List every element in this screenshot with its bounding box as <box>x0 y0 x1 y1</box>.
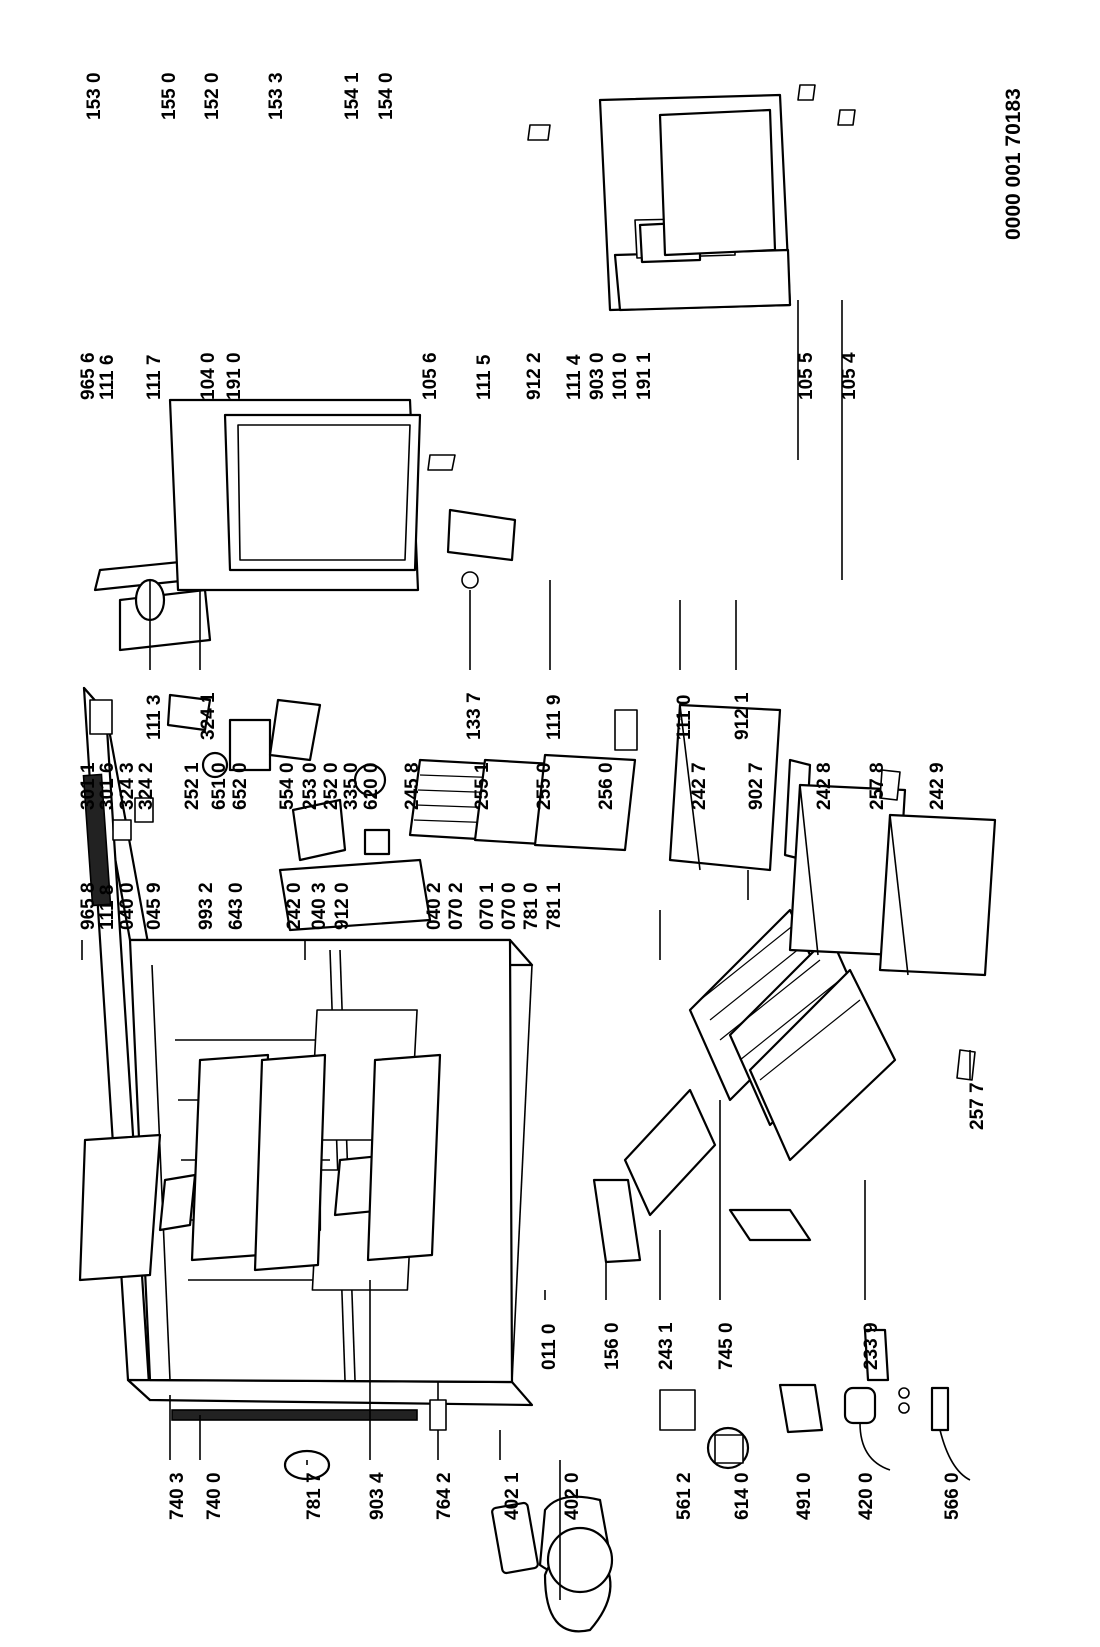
label-561-2: 561 2 <box>674 1472 695 1520</box>
label-255-0: 255 0 <box>534 762 555 810</box>
label-335-0: 335 0 <box>341 762 362 810</box>
label-566-0: 566 0 <box>942 1472 963 1520</box>
label-040-2: 040 2 <box>424 882 445 930</box>
label-324-3: 324 3 <box>117 762 138 810</box>
label-781-7: 781 7 <box>304 1472 325 1520</box>
shelves-drawing <box>408 709 638 852</box>
label-105-6: 105 6 <box>420 352 441 400</box>
label-740-0: 740 0 <box>204 1472 225 1520</box>
label-903-4: 903 4 <box>367 1472 388 1520</box>
label-243-1: 243 1 <box>656 1322 677 1370</box>
label-070-2: 070 2 <box>446 882 467 930</box>
fridge-controls-drawing <box>82 693 432 932</box>
label-620-0: 620 0 <box>361 762 382 810</box>
label-111-6: 111 6 <box>97 355 118 400</box>
label-993-2: 993 2 <box>196 882 217 930</box>
label-111-5: 111 5 <box>474 354 495 400</box>
label-256-0: 256 0 <box>596 762 617 810</box>
label-301-6: 301 6 <box>97 762 118 810</box>
label-651-0: 651 0 <box>209 762 230 810</box>
label-745-0: 745 0 <box>716 1322 737 1370</box>
label-965-8: 965 8 <box>78 882 99 930</box>
label-111-3: 111 3 <box>144 695 165 740</box>
label-111-7: 111 7 <box>144 355 165 400</box>
label-040-0: 040 0 <box>117 882 138 930</box>
label-040-3: 040 3 <box>309 882 330 930</box>
label-105-4: 105 4 <box>839 352 860 400</box>
label-740-3: 740 3 <box>167 1472 188 1520</box>
label-153-3: 153 3 <box>266 72 287 120</box>
label-111-0: 111 0 <box>674 695 695 740</box>
label-070-1: 070 1 <box>477 882 498 930</box>
label-191-1: 191 1 <box>634 352 655 400</box>
label-105-5: 105 5 <box>796 352 817 400</box>
label-491-0: 491 0 <box>794 1472 815 1520</box>
label-242-0: 242 0 <box>284 882 305 930</box>
label-155-0: 155 0 <box>159 72 180 120</box>
label-104-0: 104 0 <box>198 352 219 400</box>
label-111-9: 111 9 <box>544 695 565 740</box>
label-156-0: 156 0 <box>602 1322 623 1370</box>
doors-drawing <box>93 84 856 652</box>
door-shelves-drawing <box>78 1053 442 1282</box>
label-781-0: 781 0 <box>521 882 542 930</box>
label-902-7: 902 7 <box>746 762 767 810</box>
label-101-0: 101 0 <box>610 352 631 400</box>
label-324-2: 324 2 <box>136 762 157 810</box>
label-643-0: 643 0 <box>226 882 247 930</box>
label-324-1: 324 1 <box>198 692 219 740</box>
label-912-1: 912 1 <box>732 692 753 740</box>
label-301-1: 301 1 <box>78 762 99 810</box>
label-402-1: 402 1 <box>502 1472 523 1520</box>
label-252-1: 252 1 <box>182 762 203 810</box>
label-420-0: 420 0 <box>856 1472 877 1520</box>
label-191-0: 191 0 <box>224 352 245 400</box>
label-011-0: 011 0 <box>539 1324 560 1371</box>
label-253-0: 253 0 <box>300 762 321 810</box>
label-154-1: 154 1 <box>342 72 363 120</box>
part-drawings <box>78 84 997 1633</box>
label-965-6: 965 6 <box>78 352 99 400</box>
label-111-8: 111 8 <box>97 885 118 930</box>
part-labels: 740 3 740 0 781 7 903 4 764 2 402 1 402 … <box>78 72 1025 1520</box>
label-255-1: 255 1 <box>472 762 493 810</box>
label-233-9: 233 9 <box>861 1322 882 1370</box>
label-154-0: 154 0 <box>376 72 397 120</box>
label-912-2: 912 2 <box>524 352 545 400</box>
label-903-0: 903 0 <box>587 352 608 400</box>
label-245-8: 245 8 <box>402 762 423 810</box>
document-number: 0000 001 70183 <box>1002 88 1025 240</box>
electrical-parts-drawing <box>659 1383 971 1481</box>
label-912-0: 912 0 <box>332 882 353 930</box>
label-257-8: 257 8 <box>867 762 888 810</box>
leader-lines <box>81 300 971 1600</box>
label-111-4: 111 4 <box>564 354 585 400</box>
label-554-0: 554 0 <box>277 762 298 810</box>
label-242-7: 242 7 <box>689 762 710 810</box>
label-252-0: 252 0 <box>321 762 342 810</box>
label-242-9: 242 9 <box>927 762 948 810</box>
label-614-0: 614 0 <box>732 1472 753 1520</box>
label-242-8: 242 8 <box>814 762 835 810</box>
label-257-7: 257 7 <box>967 1082 988 1130</box>
label-152-0: 152 0 <box>202 72 223 120</box>
label-764-2: 764 2 <box>434 1472 455 1520</box>
label-133-7: 133 7 <box>464 692 485 740</box>
label-153-0: 153 0 <box>84 72 105 120</box>
label-652-0: 652 0 <box>230 762 251 810</box>
label-781-1: 781 1 <box>544 882 565 930</box>
label-045-9: 045 9 <box>144 882 165 930</box>
freezer-shelves-drawing <box>592 908 897 1382</box>
label-070-0: 070 0 <box>499 882 520 930</box>
drawers-drawing <box>668 703 997 1081</box>
label-402-0: 402 0 <box>562 1472 583 1520</box>
